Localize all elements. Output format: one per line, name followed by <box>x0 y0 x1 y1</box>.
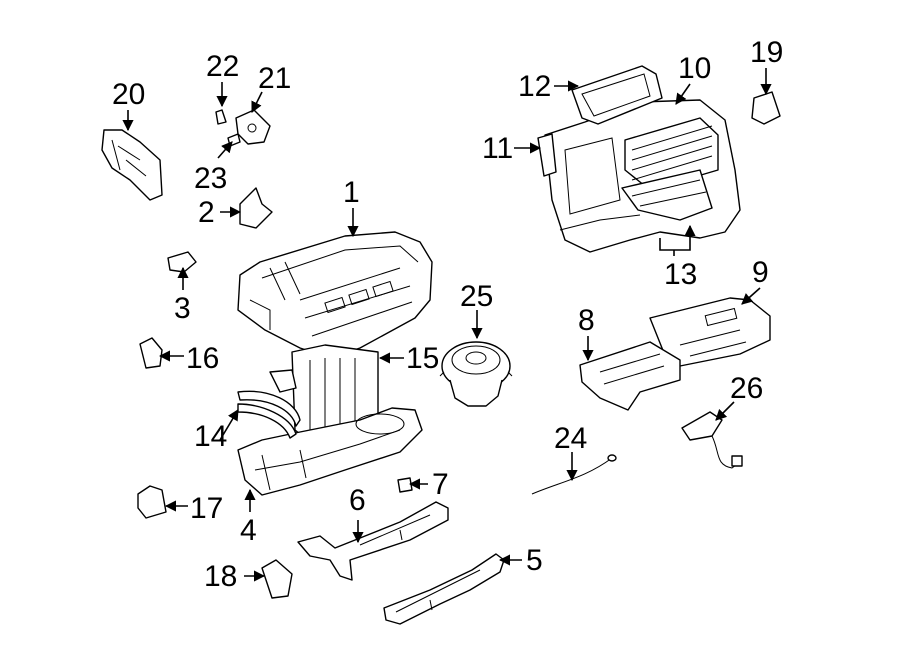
callout-5: 5 <box>526 544 543 577</box>
part-19-clip <box>751 91 781 125</box>
callout-1: 1 <box>343 176 360 209</box>
callout-22: 22 <box>206 50 239 83</box>
part-8-duct <box>579 341 681 411</box>
part-5-duct <box>383 553 505 625</box>
callout-11: 11 <box>482 132 513 165</box>
part-4-lower-case <box>237 407 423 496</box>
part-24-cable <box>531 454 617 495</box>
callout-2: 2 <box>198 196 215 229</box>
part-17-bracket <box>137 485 167 519</box>
callout-12: 12 <box>518 70 551 103</box>
part-1-heater-case <box>237 231 433 359</box>
callout-8: 8 <box>578 304 595 337</box>
part-18-clamp <box>261 559 293 599</box>
callout-10: 10 <box>678 52 711 85</box>
callout-19: 19 <box>750 36 783 69</box>
part-21-actuator <box>235 109 271 145</box>
part-6-duct <box>297 501 449 581</box>
part-22-pin <box>215 109 227 125</box>
part-7-fastener <box>397 477 413 493</box>
callout-16: 16 <box>186 342 219 375</box>
part-12-filter-cover <box>571 65 663 125</box>
part-20-bracket <box>101 129 163 201</box>
callout-9: 9 <box>752 256 769 289</box>
callout-4: 4 <box>240 514 257 547</box>
callout-17: 17 <box>190 492 223 525</box>
callout-26: 26 <box>730 372 763 405</box>
part-9-duct <box>649 297 771 369</box>
callout-labels: 1 2 3 4 5 6 7 8 9 10 11 12 13 14 15 16 1… <box>112 36 783 593</box>
part-2-lever <box>239 187 273 229</box>
callout-18: 18 <box>204 560 237 593</box>
callout-15: 15 <box>406 342 439 375</box>
part-14-tubes <box>237 369 301 439</box>
part-13-filters <box>621 169 713 221</box>
part-10-blower-case <box>544 99 741 253</box>
callout-23: 23 <box>194 162 227 195</box>
part-25-blower-motor <box>439 341 513 407</box>
part-26-sensor <box>681 411 743 469</box>
callout-25: 25 <box>460 280 493 313</box>
callout-6: 6 <box>349 484 366 517</box>
part-3-clip <box>167 251 197 273</box>
callout-7: 7 <box>432 468 449 501</box>
callout-3: 3 <box>174 292 191 325</box>
callout-21: 21 <box>258 62 291 95</box>
part-16-connector <box>139 337 163 369</box>
part-11-seal <box>537 133 557 177</box>
callout-13: 13 <box>664 258 697 291</box>
callout-20: 20 <box>112 78 145 111</box>
callout-14: 14 <box>194 420 227 453</box>
leader-lines <box>122 68 772 582</box>
callout-24: 24 <box>554 422 587 455</box>
